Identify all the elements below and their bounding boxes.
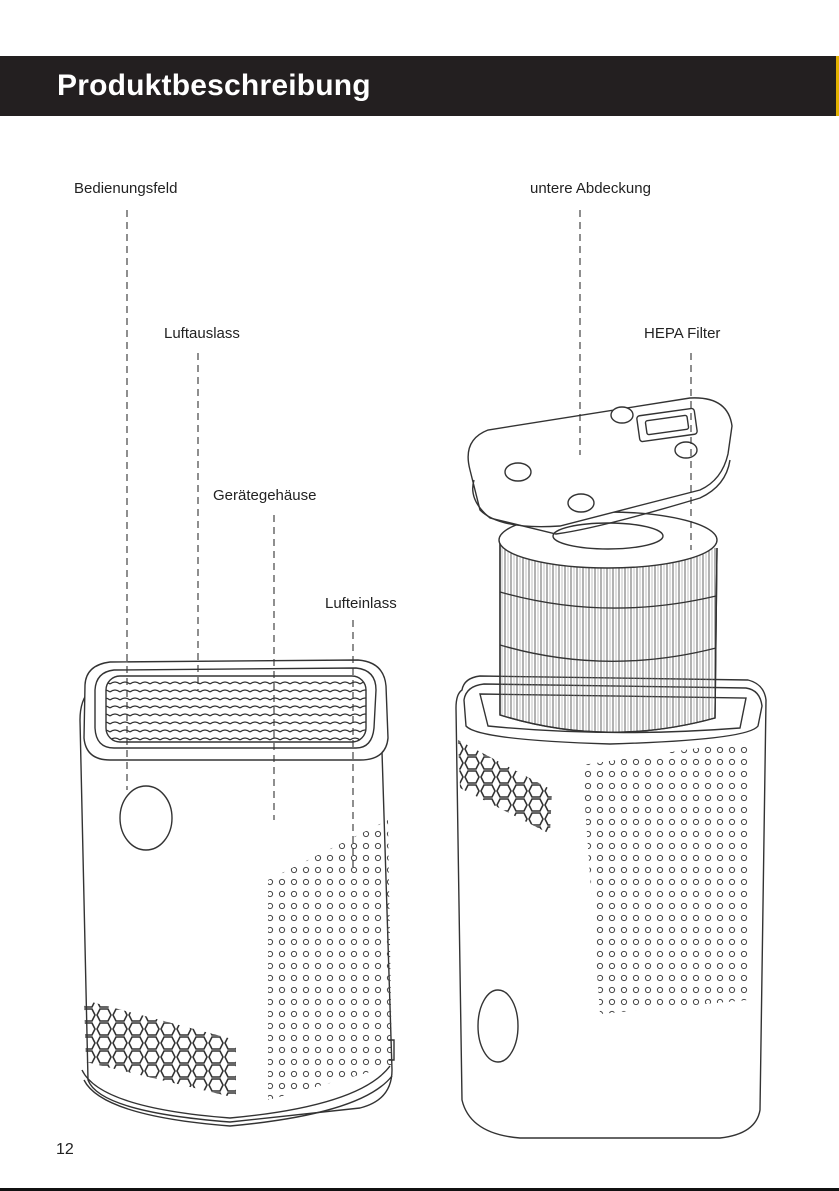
page-number: 12	[56, 1141, 74, 1159]
hepa-filter-illustration	[499, 512, 717, 732]
label-air-outlet: Luftauslass	[164, 325, 240, 343]
right-purifier	[456, 676, 766, 1138]
label-bottom-cover: untere Abdeckung	[530, 180, 651, 198]
bottom-cover-illustration	[468, 398, 732, 534]
label-air-inlet: Lufteinlass	[325, 595, 397, 613]
label-housing: Gerätegehäuse	[213, 487, 316, 505]
label-control-panel: Bedienungsfeld	[74, 180, 177, 198]
label-hepa-filter: HEPA Filter	[644, 325, 720, 343]
